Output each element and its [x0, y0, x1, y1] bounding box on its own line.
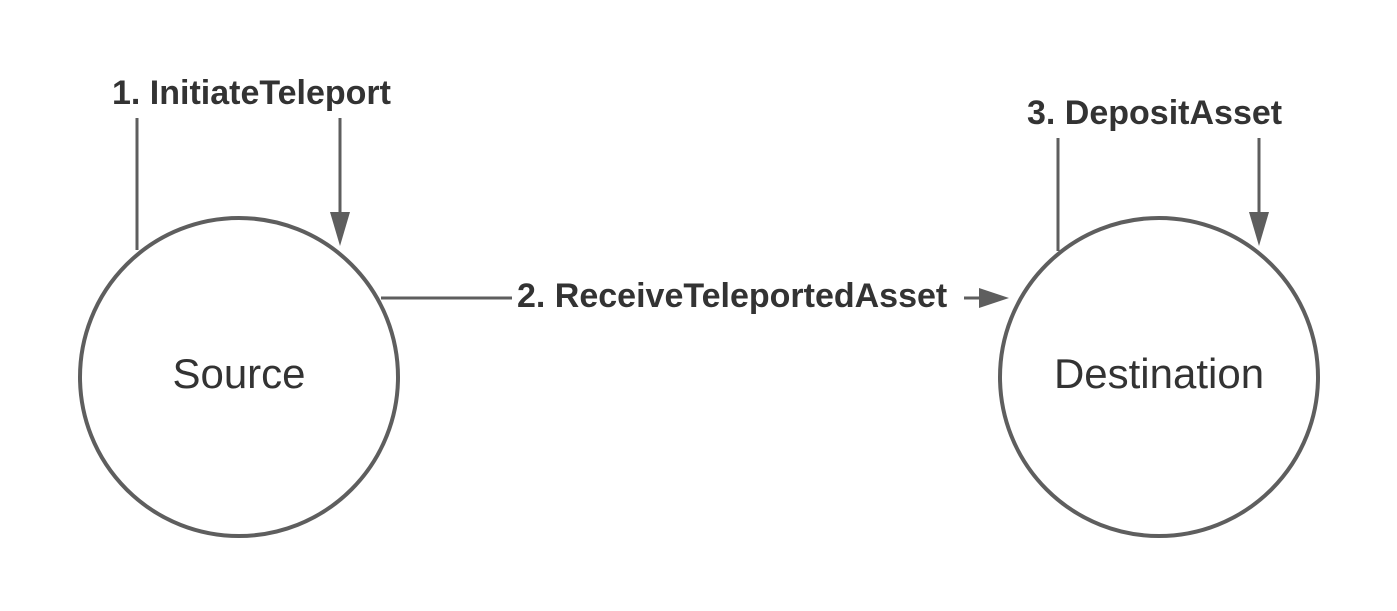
- edge-deposit-asset: 3. DepositAsset: [1027, 94, 1282, 251]
- node-destination: Destination: [998, 216, 1320, 538]
- node-source: Source: [78, 216, 400, 538]
- edge-initiate-teleport: 1. InitiateTeleport: [112, 74, 391, 250]
- destination-node-circle: [998, 216, 1320, 538]
- source-node-label: Source: [172, 350, 305, 397]
- edge-initiate-teleport-arrowhead-icon: [330, 212, 350, 246]
- edge-initiate-teleport-label: 1. InitiateTeleport: [112, 74, 391, 112]
- edge-deposit-asset-label: 3. DepositAsset: [1027, 94, 1282, 132]
- edge-receive-teleported-asset-label: 2. ReceiveTeleportedAsset: [517, 277, 947, 315]
- edge-deposit-asset-arrowhead-icon: [1249, 212, 1269, 246]
- edge-receive-teleported-asset-arrowhead-icon: [979, 288, 1009, 308]
- edge-receive-teleported-asset: 2. ReceiveTeleportedAsset: [381, 277, 1009, 315]
- destination-node-label: Destination: [1054, 350, 1264, 397]
- source-node-circle: [78, 216, 400, 538]
